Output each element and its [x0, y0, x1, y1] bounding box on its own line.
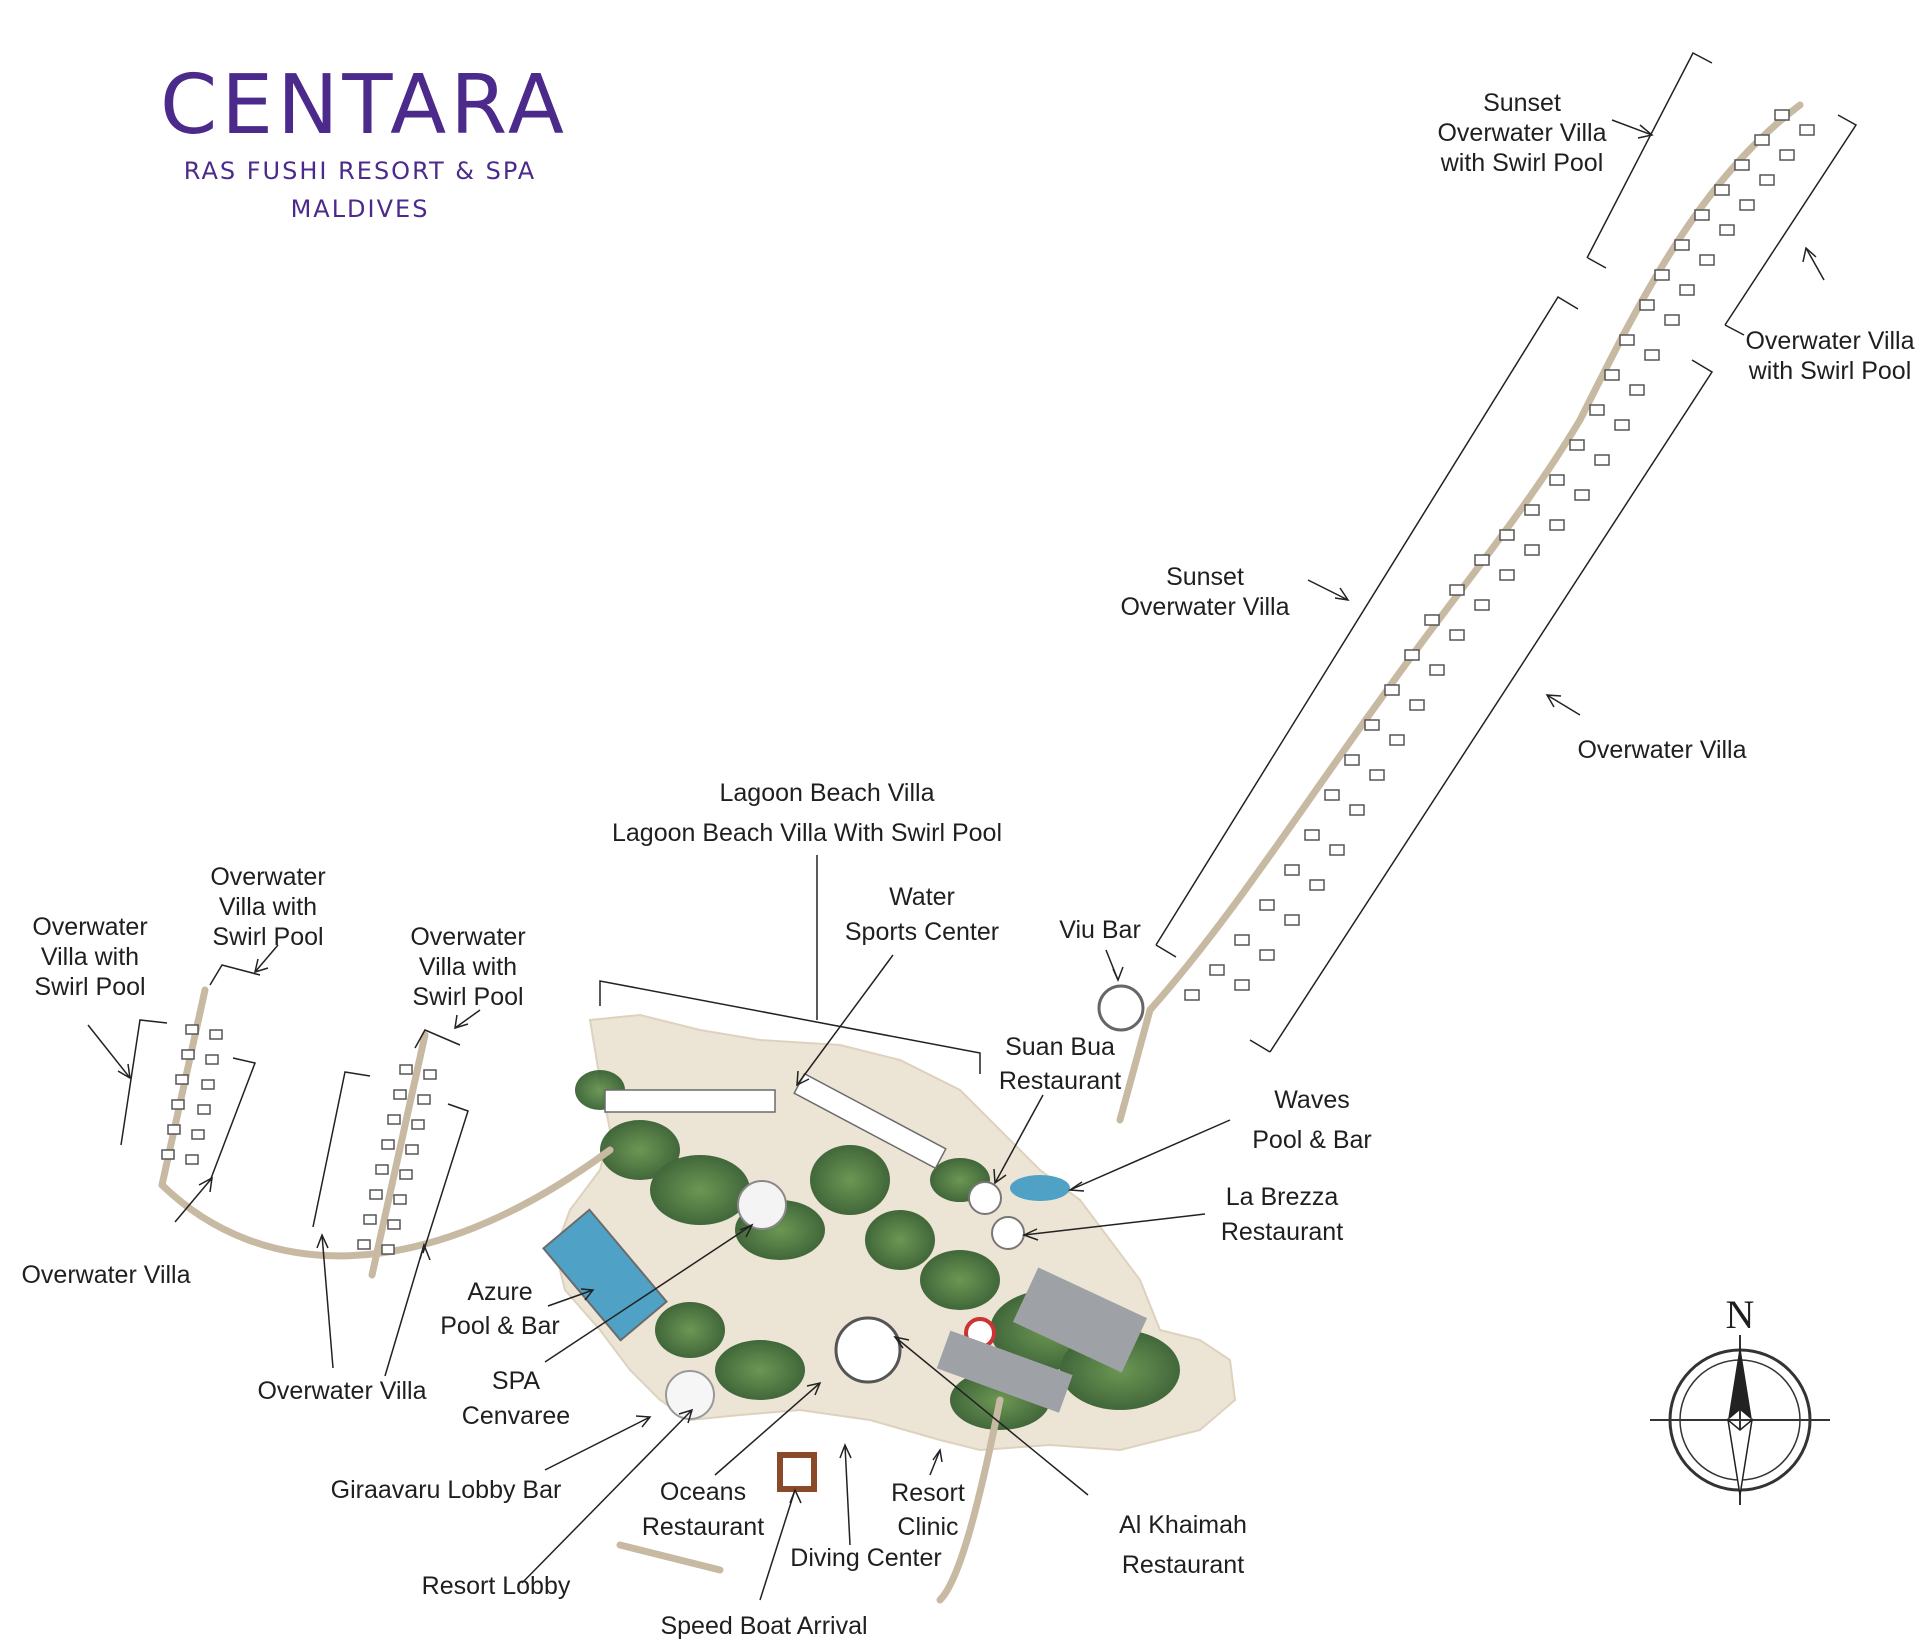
- label-water-sports-center: Water Sports Center: [844, 883, 1000, 946]
- spa-building: [737, 1180, 787, 1230]
- buildings-east: [1012, 1267, 1148, 1373]
- label-spa-cenvaree: SPA Cenvaree: [461, 1367, 571, 1430]
- compass-rose: [1650, 1335, 1830, 1505]
- label-overwater-villa-swirl-west: Overwater Villa with Swirl Pool: [210, 863, 326, 951]
- label-sunset-overwater-villa: Sunset Overwater Villa: [1120, 563, 1290, 621]
- label-speed-boat-arrival: Speed Boat Arrival: [660, 1612, 868, 1640]
- west-villa-markers: [161, 1024, 437, 1255]
- area-brackets: [120, 51, 1858, 1254]
- buildings-south: [936, 1330, 1073, 1413]
- lagoon-beach-villas: [604, 1072, 947, 1170]
- label-al-khaimah-restaurant: Al Khaimah Restaurant: [1119, 1511, 1247, 1579]
- suan-bua-building: [968, 1181, 1002, 1215]
- brand-logo: CENTARA RAS FUSHI RESORT & SPA MALDIVES: [160, 58, 568, 228]
- viu-bar-building: [1097, 984, 1145, 1032]
- al-khaimah-building: [834, 1316, 902, 1384]
- label-resort-clinic: Resort Clinic: [891, 1479, 965, 1541]
- label-diving-center: Diving Center: [790, 1544, 942, 1572]
- label-overwater-villa-swirl-mid: Overwater Villa with Swirl Pool: [410, 923, 526, 1011]
- brand-name: CENTARA: [160, 58, 568, 153]
- label-lagoon-beach-villa: Lagoon Beach Villa: [719, 779, 935, 807]
- label-azure-pool-bar: Azure Pool & Bar: [440, 1278, 560, 1340]
- label-overwater-villa-swirl-ne: Overwater Villa with Swirl Pool: [1745, 327, 1915, 385]
- label-overwater-villa-west-1: Overwater Villa: [21, 1261, 191, 1289]
- waves-pool: [1010, 1175, 1070, 1201]
- ne-villa-markers: [1184, 109, 1815, 1001]
- label-suan-bua-restaurant: Suan Bua Restaurant: [998, 1033, 1122, 1095]
- label-sunset-overwater-villa-swirl: Sunset Overwater Villa with Swirl Pool: [1437, 89, 1607, 177]
- brand-subtitle-line1: RAS FUSHI RESORT & SPA: [183, 157, 537, 185]
- label-waves-pool-bar: Waves Pool & Bar: [1252, 1086, 1372, 1154]
- label-lagoon-beach-villa-swirl: Lagoon Beach Villa With Swirl Pool: [611, 819, 1003, 847]
- speed-boat-jetty: [777, 1452, 817, 1492]
- leader-lines: [87, 119, 1825, 1601]
- label-overwater-villa-west-2: Overwater Villa: [257, 1377, 427, 1405]
- label-viu-bar: Viu Bar: [1059, 916, 1141, 944]
- label-resort-lobby: Resort Lobby: [421, 1572, 571, 1600]
- label-giraavaru-lobby-bar: Giraavaru Lobby Bar: [330, 1476, 562, 1504]
- label-overwater-villa-ne: Overwater Villa: [1577, 736, 1747, 764]
- brand-subtitle-line2: MALDIVES: [290, 195, 430, 223]
- compass-north-label: N: [1725, 1292, 1755, 1337]
- label-overwater-villa-swirl-far-west: Overwater Villa with Swirl Pool: [32, 913, 148, 1001]
- label-la-brezza-restaurant: La Brezza Restaurant: [1220, 1183, 1344, 1246]
- la-brezza-building: [991, 1216, 1025, 1250]
- label-oceans-restaurant: Oceans Restaurant: [641, 1478, 765, 1541]
